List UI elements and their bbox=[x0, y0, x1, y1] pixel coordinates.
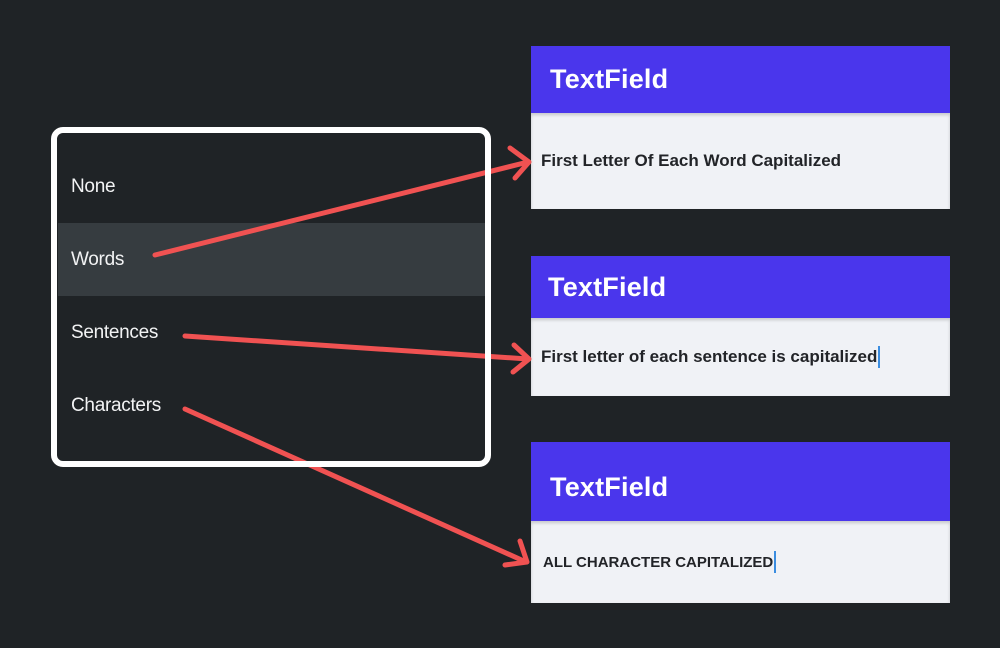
menu-item-label: None bbox=[71, 175, 116, 197]
menu-item-label: Sentences bbox=[71, 321, 159, 343]
menu-item-characters[interactable]: Characters bbox=[58, 369, 485, 442]
textfield-card-characters: TextField ALL CHARACTER CAPITALIZED bbox=[531, 442, 950, 603]
menu-item-label: Words bbox=[71, 248, 125, 270]
text-field-value: First Letter Of Each Word Capitalized bbox=[541, 151, 842, 170]
app-bar-title: TextField bbox=[550, 64, 669, 94]
app-bar-title: TextField bbox=[550, 472, 669, 502]
text-field-value: ALL CHARACTER CAPITALIZED bbox=[543, 553, 774, 571]
app-bar: TextField bbox=[531, 256, 950, 318]
app-bar: TextField bbox=[531, 442, 950, 521]
menu-item-sentences[interactable]: Sentences bbox=[58, 296, 485, 369]
text-field[interactable]: First Letter Of Each Word Capitalized bbox=[531, 113, 950, 209]
text-field-value: First letter of each sentence is capital… bbox=[541, 347, 878, 366]
text-field[interactable]: First letter of each sentence is capital… bbox=[531, 318, 950, 396]
app-bar-title: TextField bbox=[548, 271, 667, 302]
textfield-card-sentences: TextField First letter of each sentence … bbox=[531, 256, 950, 396]
text-cursor bbox=[774, 551, 777, 573]
menu-item-none[interactable]: None bbox=[58, 150, 485, 223]
text-cursor bbox=[878, 346, 881, 368]
menu-item-words[interactable]: Words bbox=[58, 223, 485, 296]
menu-item-label: Characters bbox=[71, 394, 161, 416]
capitalization-menu: None Words Sentences Characters bbox=[58, 150, 485, 442]
textfield-card-words: TextField First Letter Of Each Word Capi… bbox=[531, 46, 950, 209]
text-field[interactable]: ALL CHARACTER CAPITALIZED bbox=[531, 521, 950, 603]
app-bar: TextField bbox=[531, 46, 950, 113]
